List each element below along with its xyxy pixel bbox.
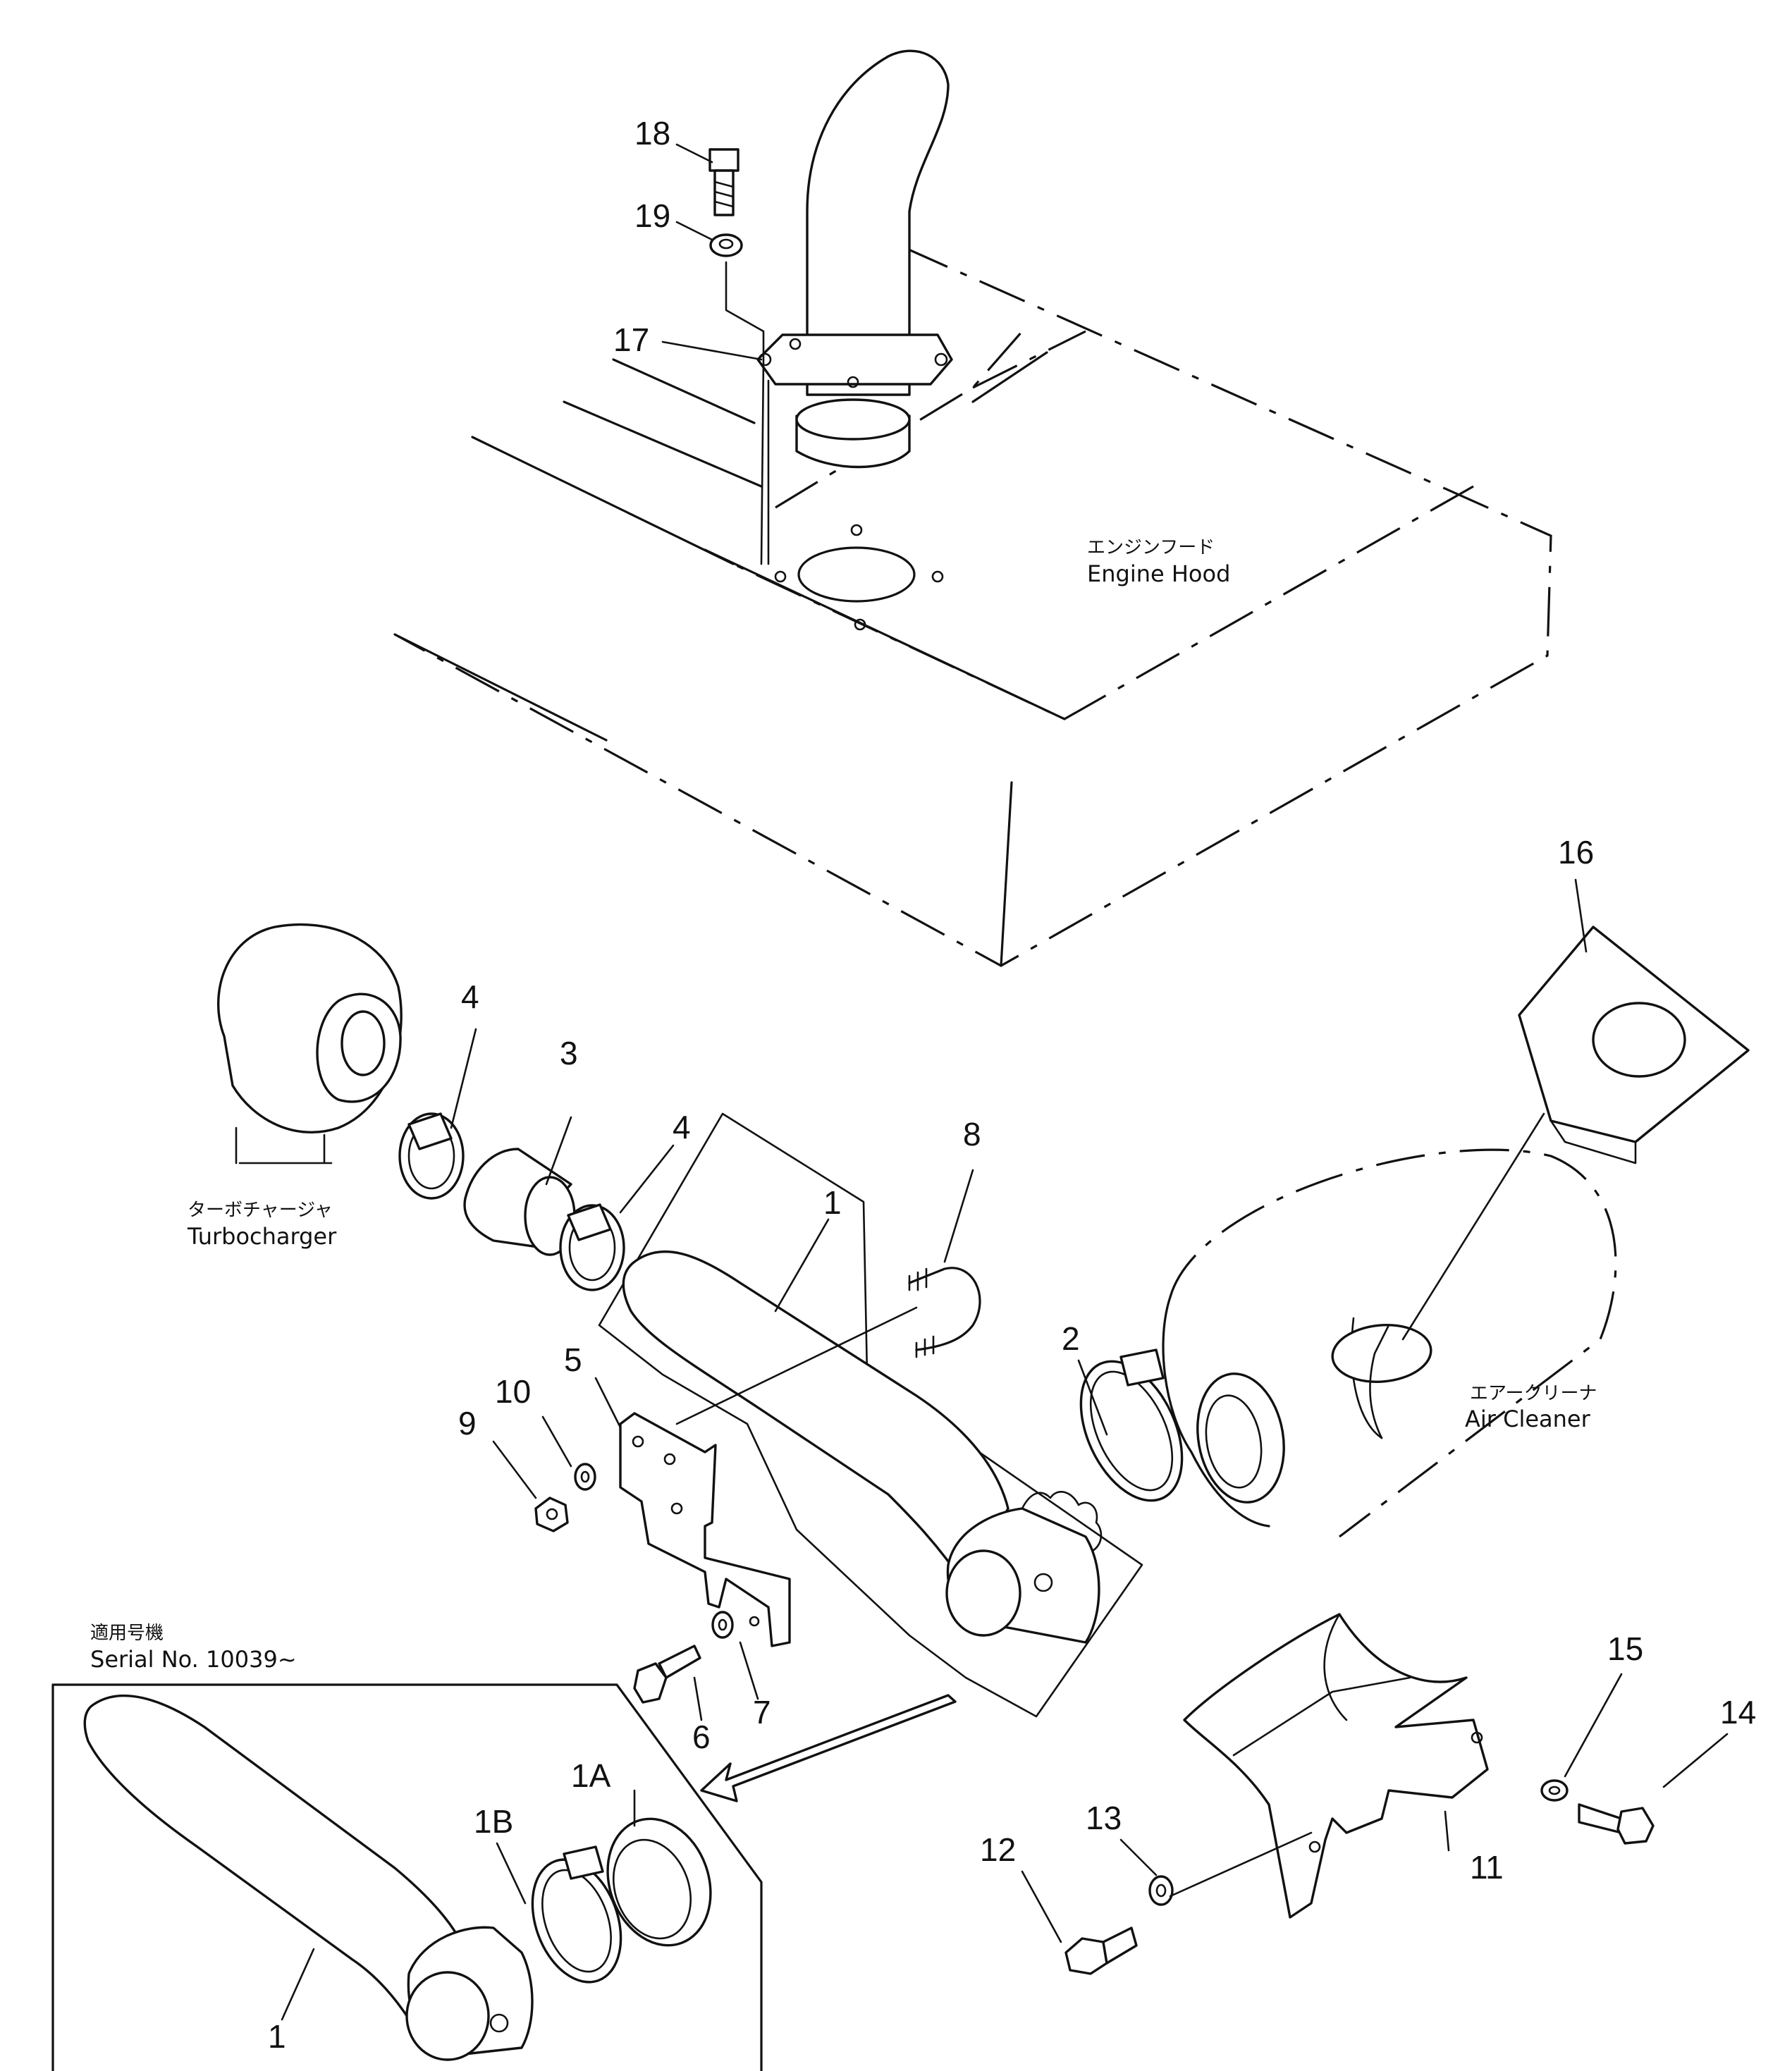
engine-hood-label: Engine Hood bbox=[1087, 560, 1230, 587]
bolt-14 bbox=[1578, 1803, 1655, 1845]
cap-16 bbox=[1518, 926, 1750, 1164]
bolt-18 bbox=[708, 148, 739, 216]
callout-17: 17 bbox=[613, 321, 649, 358]
serial-label: Serial No. 10039~ bbox=[90, 1646, 297, 1673]
turbocharger: ターボチャージャ Turbocharger bbox=[187, 923, 403, 1250]
callout-5: 5 bbox=[564, 1341, 582, 1378]
callout-6: 6 bbox=[692, 1719, 711, 1755]
nut-9 bbox=[534, 1497, 569, 1532]
callout-11: 11 bbox=[1470, 1849, 1504, 1886]
air-cleaner: エアークリーナ Air Cleaner bbox=[1162, 1148, 1617, 1538]
bracket-5 bbox=[619, 1412, 791, 1647]
hose-3 bbox=[463, 1148, 576, 1256]
clamp-4-right bbox=[559, 1203, 625, 1291]
callout-numbers: 18 19 17 16 4 3 4 8 1 2 5 10 9 6 7 15 14… bbox=[268, 115, 1756, 2055]
callout-10: 10 bbox=[495, 1373, 531, 1410]
callout-18: 18 bbox=[634, 115, 670, 152]
leader-lines bbox=[450, 143, 1729, 1943]
callout-1b: 1B bbox=[474, 1803, 513, 1840]
callout-14: 14 bbox=[1720, 1694, 1756, 1731]
engine-hood: エンジンフード Engine Hood bbox=[393, 245, 1552, 967]
callout-7: 7 bbox=[753, 1694, 771, 1731]
callout-4-right: 4 bbox=[673, 1109, 691, 1145]
callout-15: 15 bbox=[1607, 1630, 1643, 1667]
air-cleaner-label-jp: エアークリーナ bbox=[1470, 1383, 1597, 1404]
turbocharger-label: Turbocharger bbox=[187, 1223, 337, 1250]
air-cleaner-label: Air Cleaner bbox=[1465, 1406, 1591, 1432]
direction-arrow bbox=[700, 1694, 957, 1802]
callout-8: 8 bbox=[963, 1116, 981, 1153]
bolt-12 bbox=[1064, 1926, 1138, 1975]
callout-2: 2 bbox=[1062, 1320, 1080, 1357]
washer-10 bbox=[574, 1463, 596, 1491]
washer-19 bbox=[709, 233, 743, 257]
engine-hood-label-jp: エンジンフード bbox=[1087, 537, 1215, 558]
serial-label-jp: 適用号機 bbox=[90, 1623, 164, 1644]
callout-13: 13 bbox=[1086, 1800, 1122, 1836]
callout-3: 3 bbox=[560, 1035, 578, 1071]
callout-9: 9 bbox=[458, 1405, 477, 1442]
serial-inset: 適用号機 Serial No. 10039~ bbox=[51, 1623, 763, 2071]
callout-1: 1 bbox=[823, 1184, 842, 1221]
washer-7 bbox=[711, 1611, 734, 1639]
callout-1-inset: 1 bbox=[268, 2018, 286, 2055]
washer-15 bbox=[1540, 1779, 1569, 1802]
u-bolt-8 bbox=[908, 1267, 981, 1358]
intake-tube-1 bbox=[598, 1112, 1143, 1718]
callout-12: 12 bbox=[980, 1831, 1016, 1868]
washer-13 bbox=[1148, 1875, 1174, 1906]
turbocharger-label-jp: ターボチャージャ bbox=[188, 1200, 333, 1221]
callout-1a: 1A bbox=[571, 1757, 611, 1794]
exhaust-pipe bbox=[756, 49, 953, 469]
callout-19: 19 bbox=[634, 197, 670, 234]
clamp-2 bbox=[1079, 1348, 1184, 1502]
bolt-6 bbox=[633, 1645, 701, 1704]
callout-4-left: 4 bbox=[461, 978, 479, 1015]
callout-16: 16 bbox=[1558, 834, 1594, 871]
cover-11 bbox=[1183, 1613, 1489, 1919]
clamp-4-left bbox=[398, 1112, 465, 1200]
